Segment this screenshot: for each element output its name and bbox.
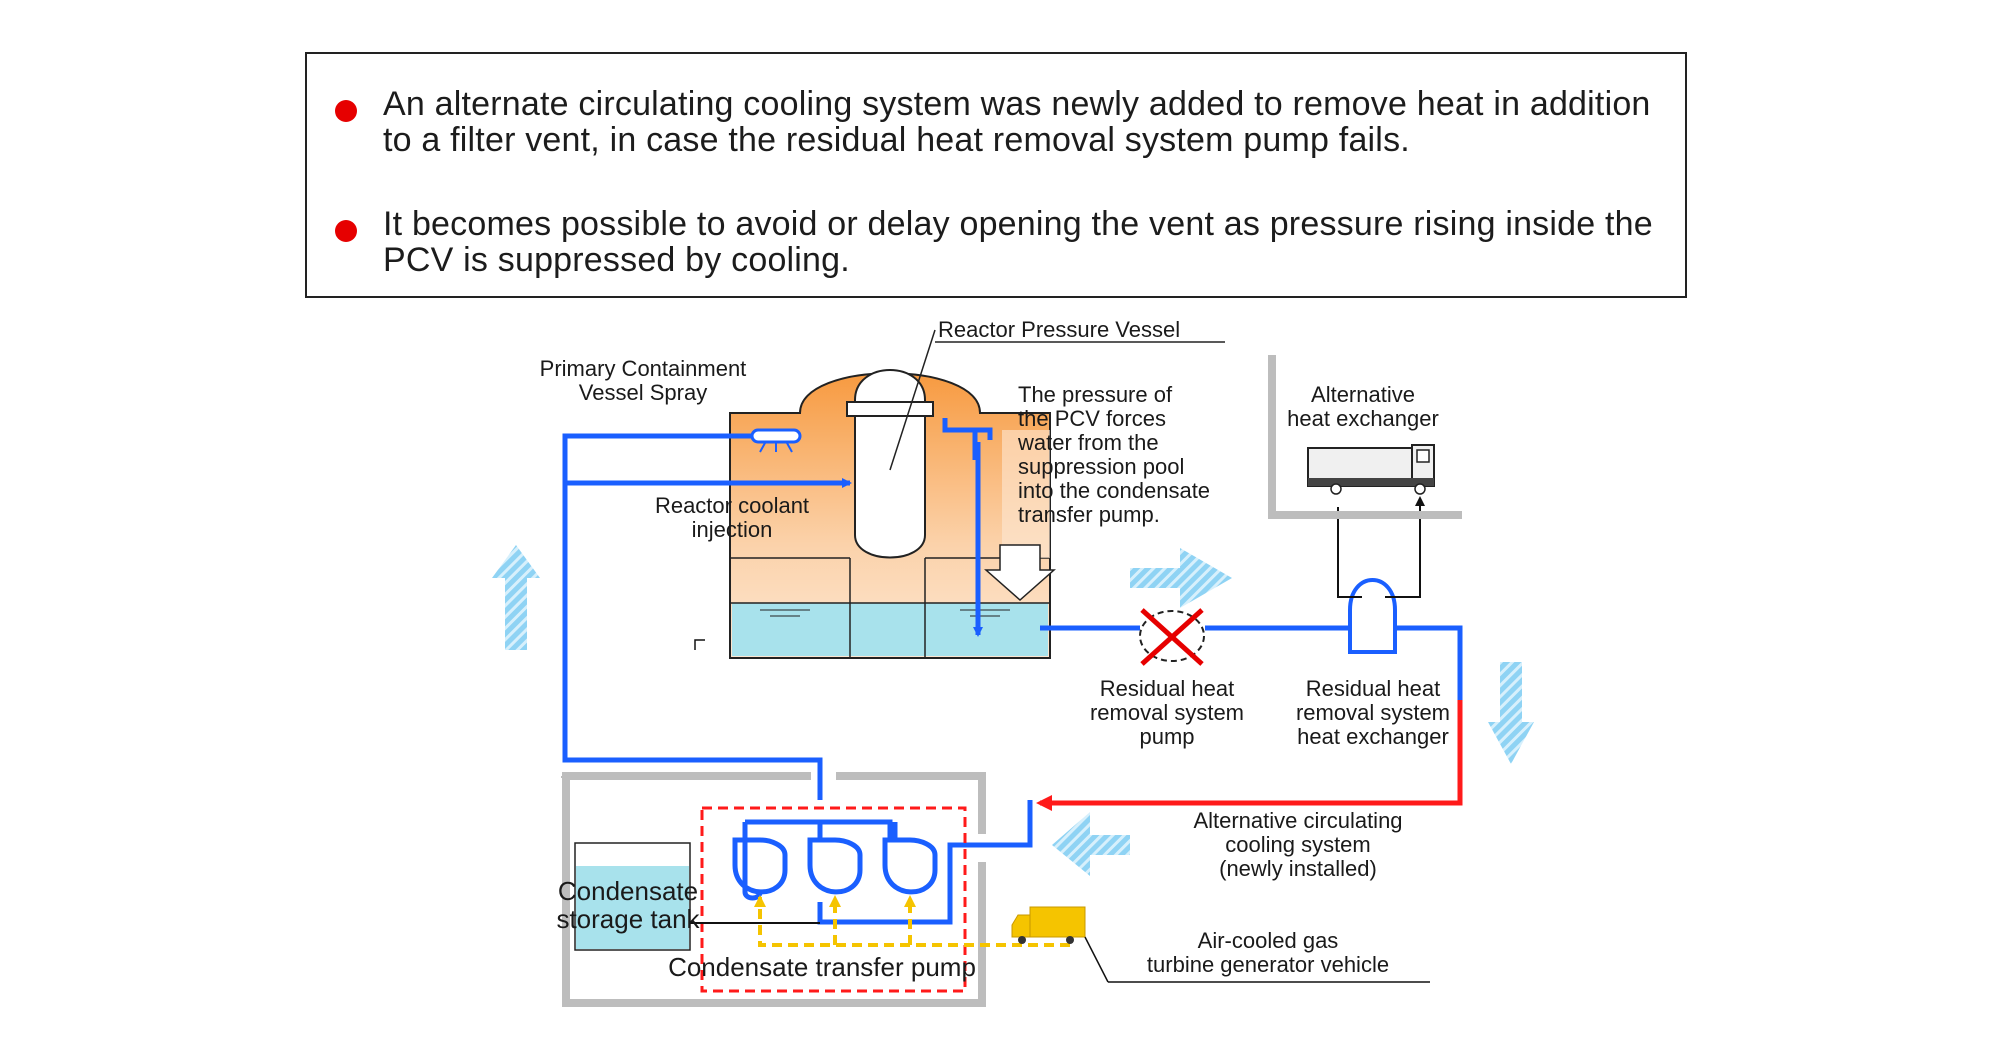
label-alt-hx-1: Alternative [1311, 382, 1415, 407]
label-gt-2: turbine generator vehicle [1147, 952, 1389, 977]
blue-piping [562, 418, 1463, 925]
flow-arrow-left-icon [1052, 812, 1130, 876]
rhr-pump-failed [1139, 608, 1205, 666]
diagram-labels: Reactor Pressure Vessel Primary Containm… [540, 317, 1450, 982]
label-rpv: Reactor Pressure Vessel [938, 317, 1180, 342]
reactor-pressure-vessel [846, 329, 1225, 559]
summary-bullet-1: An alternate circulating cooling system … [335, 86, 1665, 158]
alternative-heat-exchanger-truck [1268, 355, 1462, 519]
pump-room-wall [561, 772, 986, 1007]
condensate-transfer-pumps [732, 819, 938, 895]
label-gt-1: Air-cooled gas [1198, 928, 1339, 953]
label-coolant-2: injection [692, 517, 773, 542]
bullet-dot-icon [335, 220, 357, 242]
label-cst-1: Condensate [558, 876, 698, 906]
summary-bullet-text: It becomes possible to avoid or delay op… [383, 205, 1653, 279]
summary-box: An alternate circulating cooling system … [305, 52, 1687, 298]
label-rhr-pump-3: pump [1139, 724, 1194, 749]
rhr-heat-exchanger [1337, 496, 1425, 654]
flow-arrow-right-icon [1130, 548, 1232, 608]
label-coolant-1: Reactor coolant [655, 493, 809, 518]
label-pressure-note-6: transfer pump. [1018, 502, 1160, 527]
label-rhr-hx-2: removal system [1296, 700, 1450, 725]
summary-bullet-2: It becomes possible to avoid or delay op… [335, 206, 1665, 278]
label-pcv-spray-2: Vessel Spray [579, 380, 707, 405]
label-alt-hx-2: heat exchanger [1287, 406, 1439, 431]
label-pcv-spray-1: Primary Containment [540, 356, 747, 381]
gas-turbine-generator-truck [1011, 906, 1430, 983]
label-rhr-pump-2: removal system [1090, 700, 1244, 725]
flow-arrow-up-icon [492, 545, 540, 650]
label-alt-circ-3: (newly installed) [1219, 856, 1377, 881]
label-alt-circ-2: cooling system [1225, 832, 1371, 857]
label-rhr-pump-1: Residual heat [1100, 676, 1235, 701]
flow-arrow-down-icon [1488, 662, 1534, 764]
leader-lines [694, 639, 705, 650]
label-cst-2: storage tank [556, 904, 700, 934]
summary-bullet-text: An alternate circulating cooling system … [383, 85, 1651, 159]
label-alt-circ-1: Alternative circulating [1193, 808, 1402, 833]
label-pressure-note-2: the PCV forces [1018, 406, 1166, 431]
bullet-dot-icon [335, 100, 357, 122]
label-ctp: Condensate transfer pump [668, 952, 976, 982]
label-pressure-note-3: water from the [1017, 430, 1159, 455]
label-rhr-hx-1: Residual heat [1306, 676, 1441, 701]
condensate-storage-tank [574, 842, 820, 951]
power-supply-lines [754, 895, 1070, 947]
label-pressure-note-5: into the condensate [1018, 478, 1210, 503]
label-rhr-hx-3: heat exchanger [1297, 724, 1449, 749]
suppression-flow-arrow-icon [984, 430, 1056, 602]
label-pressure-note-4: suppression pool [1018, 454, 1184, 479]
red-piping [1036, 700, 1463, 811]
label-pressure-note-1: The pressure of [1018, 382, 1173, 407]
new-equipment-boundary [700, 806, 967, 993]
flow-arrows [492, 545, 1534, 876]
